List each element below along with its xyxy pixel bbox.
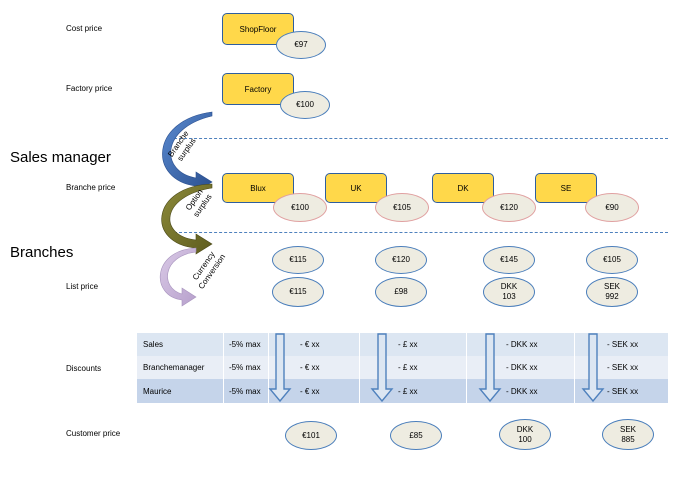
separator-line [174, 138, 668, 139]
discount-value-blux: - € xx [300, 363, 320, 372]
factory-price-ellipse: €100 [280, 91, 330, 119]
discount-value-blux: - € xx [300, 386, 320, 396]
branch-box-dk: DK [432, 173, 494, 203]
discount-role-sales: Sales [143, 340, 164, 349]
row-label-factory-price: Factory price [66, 84, 113, 93]
branche-price-blux: €100 [273, 193, 327, 222]
customer-price-uk: £85 [390, 421, 442, 450]
branch-box-se: SE [535, 173, 597, 203]
discount-max: -5% max [229, 386, 261, 396]
list-price-local-uk: £98 [375, 277, 427, 307]
discount-value-uk: - £ xx [398, 386, 418, 396]
list-price-eur-dk: €145 [483, 246, 535, 274]
section-sales-manager: Sales manager [10, 149, 111, 166]
row-label-customer-price: Customer price [66, 429, 121, 438]
discount-value-dk: - DKK xx [506, 363, 538, 372]
discount-role-branchemanager: Branchemanager [143, 363, 205, 372]
shopfloor-price-ellipse: €97 [276, 31, 326, 59]
list-price-local-blux: €115 [272, 277, 324, 307]
section-branches: Branches [10, 244, 74, 261]
list-price-eur-uk: €120 [375, 246, 427, 274]
table-divider [574, 333, 575, 403]
discount-max: -5% max [229, 363, 261, 372]
table-divider [268, 333, 269, 403]
table-divider [466, 333, 467, 403]
discount-max: -5% max [229, 340, 261, 349]
discount-value-se: - SEK xx [607, 386, 639, 396]
branch-box-uk: UK [325, 173, 387, 203]
discount-row-maurice [137, 379, 668, 403]
row-label-branche-price: Branche price [66, 183, 116, 192]
branche-price-se: €90 [585, 193, 639, 222]
discount-value-se: - SEK xx [607, 340, 639, 349]
row-label-list-price: List price [66, 282, 99, 291]
list-price-eur-blux: €115 [272, 246, 324, 274]
discount-role-maurice: Maurice [143, 386, 172, 396]
customer-price-blux: €101 [285, 421, 337, 450]
discount-value-se: - SEK xx [607, 363, 639, 372]
branche-price-dk: €120 [482, 193, 536, 222]
discount-value-uk: - £ xx [398, 340, 418, 349]
discount-value-dk: - DKK xx [506, 386, 538, 396]
separator-line [174, 232, 668, 233]
row-label-discounts: Discounts [66, 364, 102, 373]
currency-conversion-arrow [159, 247, 197, 307]
discount-value-dk: - DKK xx [506, 340, 538, 349]
row-label-cost-price: Cost price [66, 24, 103, 33]
list-price-eur-se: €105 [586, 246, 638, 274]
discount-value-blux: - € xx [300, 340, 320, 349]
branche-price-uk: €105 [375, 193, 429, 222]
table-divider [359, 333, 360, 403]
table-divider [223, 333, 224, 403]
discount-value-uk: - £ xx [398, 363, 418, 372]
